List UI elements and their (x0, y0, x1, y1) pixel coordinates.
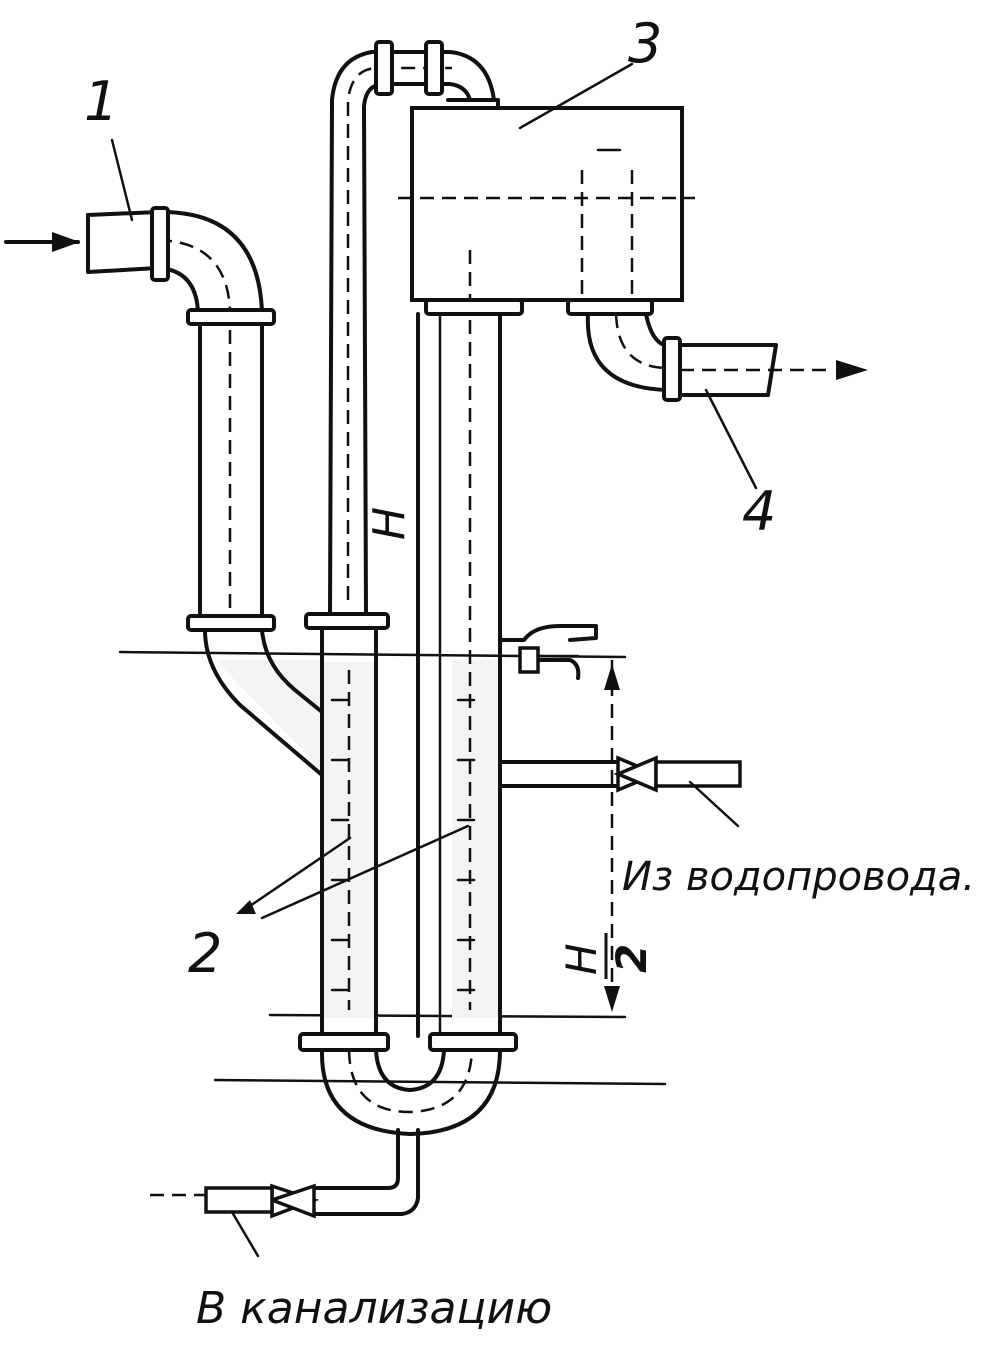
u-bend (298, 1032, 518, 1136)
label-tank-number: 3 (628, 12, 662, 75)
label-outlet-number: 4 (742, 480, 776, 543)
label-inlet-number: 1 (84, 70, 118, 133)
water-supply-line (498, 624, 742, 828)
half-height-denominator: 2 (607, 944, 656, 973)
label-tubes-number: 2 (188, 922, 222, 985)
label-water-supply: Из водопровода. (622, 854, 975, 900)
drain-line (150, 1128, 420, 1258)
label-height-H: H (364, 507, 415, 540)
right-tube (416, 298, 524, 1038)
inlet-pipe (4, 206, 324, 777)
level-lines (118, 650, 667, 1086)
half-height-numerator: H (557, 943, 606, 975)
label-half-height: H 2 (557, 933, 656, 979)
tank (398, 106, 695, 302)
water-columns (215, 660, 500, 1018)
leader-lines-2 (110, 62, 634, 920)
half-height-dimension (604, 660, 620, 1012)
connecting-pipe (328, 40, 500, 616)
label-drain: В канализацию (196, 1283, 552, 1334)
outlet-pipe (566, 298, 868, 490)
left-tube (304, 612, 390, 1038)
